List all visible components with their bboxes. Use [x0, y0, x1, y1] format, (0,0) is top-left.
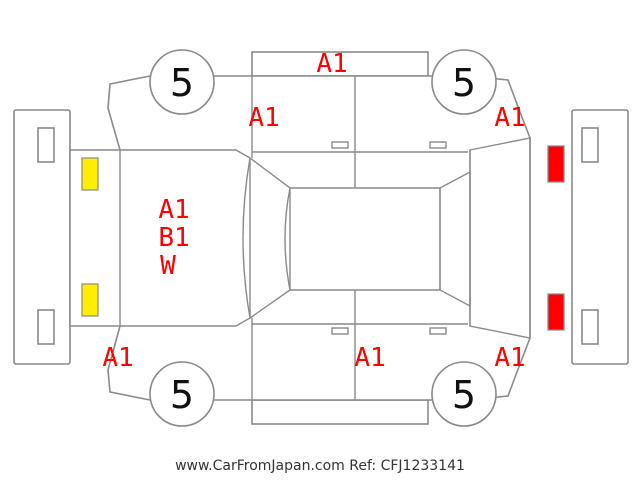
bottom-doors — [251, 290, 468, 400]
top-side-strip — [251, 51, 429, 77]
mark-front-left-fender: A1 — [248, 103, 279, 133]
mark-hood-b: B1 — [158, 223, 189, 253]
bottom-side-strip — [251, 399, 429, 425]
mark-right-door: A1 — [354, 343, 385, 373]
rear-bumper — [571, 109, 629, 365]
mark-roof-strip-top: A1 — [316, 49, 347, 79]
tire-rear-right: 5 — [431, 361, 497, 427]
front-bumper — [13, 109, 71, 365]
rear-light-top — [547, 145, 565, 183]
tire-rear-right-value: 5 — [452, 373, 476, 417]
tire-front-right-value: 5 — [170, 373, 194, 417]
mark-rear-left-quarter: A1 — [494, 103, 525, 133]
mark-rear-right-quarter: A1 — [494, 343, 525, 373]
roof — [284, 187, 441, 291]
damage-marks: A1 A1 A1 A1 B1 W A1 A1 A1 — [102, 49, 525, 373]
windshield — [242, 156, 291, 320]
mark-front-right-fender: A1 — [102, 343, 133, 373]
tire-front-left-value: 5 — [170, 61, 194, 105]
mark-hood-w: W — [160, 251, 176, 281]
mark-hood-a: A1 — [158, 195, 189, 225]
front-light-bottom — [81, 283, 99, 317]
rear-light-bottom — [547, 293, 565, 331]
tire-rear-left-value: 5 — [452, 61, 476, 105]
tire-front-left: 5 — [149, 49, 215, 115]
car-body-outline — [69, 75, 531, 401]
tire-rear-left: 5 — [431, 49, 497, 115]
front-light-top — [81, 157, 99, 191]
top-doors — [251, 76, 468, 188]
tire-front-right: 5 — [149, 361, 215, 427]
watermark-text: www.CarFromJapan.com Ref: CFJ1233141 — [175, 458, 465, 474]
